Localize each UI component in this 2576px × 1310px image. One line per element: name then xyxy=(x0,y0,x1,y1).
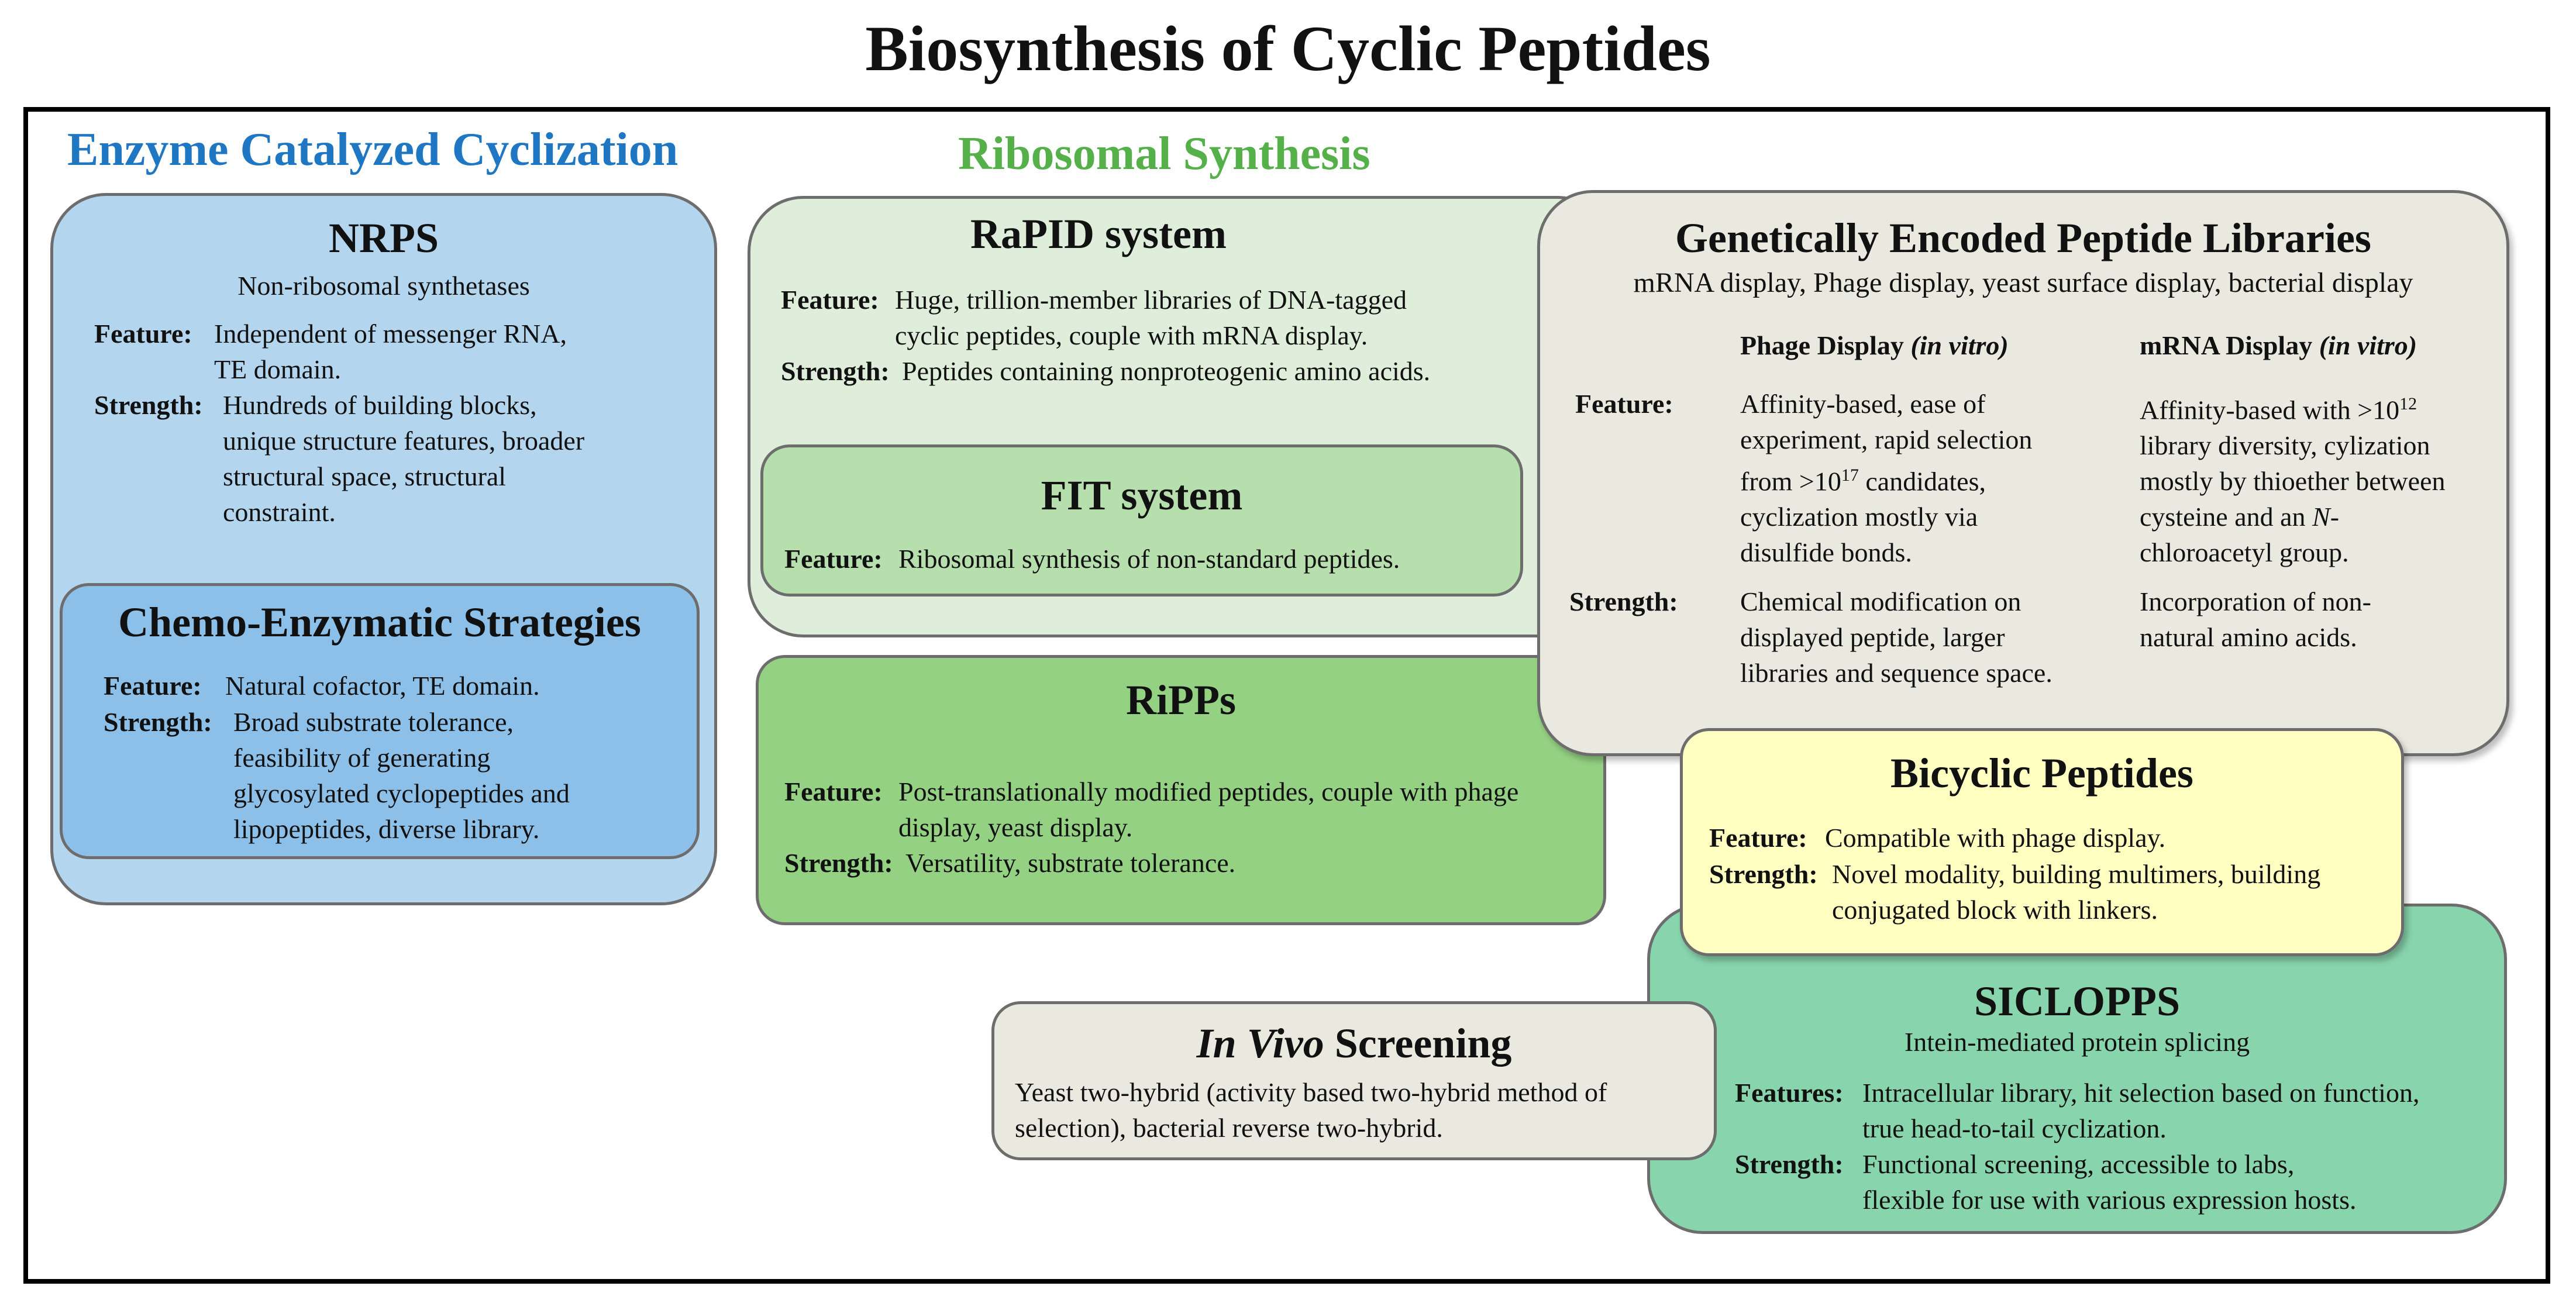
col1-feature-text: Affinity-based, ease of experiment, rapi… xyxy=(1740,389,2033,497)
feature-text: Intracellular library, hit selection bas… xyxy=(1862,1078,2420,1143)
strength-text: Broad substrate tolerance, feasibility o… xyxy=(233,707,570,844)
col2-feature-text: Affinity-based with >10 xyxy=(2140,395,2400,425)
siclopps-title: SICLOPPS xyxy=(1974,978,2181,1025)
feature-label: Feature: xyxy=(781,285,879,315)
siclopps-subtitle: Intein-mediated protein splicing xyxy=(1904,1027,2250,1057)
strength-label: Strength: xyxy=(94,390,203,420)
bicyclic-box: Bicyclic Peptides Feature: Compatible wi… xyxy=(1680,728,2404,956)
fit-title: FIT system xyxy=(1041,472,1243,519)
gepl-col1-feature: Affinity-based, ease of experiment, rapi… xyxy=(1740,386,2126,570)
rapid-title: RaPID system xyxy=(970,211,1227,257)
strength-label: Strength: xyxy=(781,356,890,386)
nrps-subtitle: Non-ribosomal synthetases xyxy=(237,271,530,301)
gepl-title: Genetically Encoded Peptide Libraries xyxy=(1675,215,2371,261)
col1-feature-sup: 17 xyxy=(1841,466,1859,485)
strength-text: Peptides containing nonproteogenic amino… xyxy=(902,356,1431,386)
gepl-col1-strength: Chemical modification on displayed pepti… xyxy=(1740,587,2052,688)
feature-label: Feature: xyxy=(94,319,192,349)
feature-label: Feature: xyxy=(784,544,883,574)
col2-feature-text-cont: library diversity, cylization mostly by … xyxy=(2140,430,2446,532)
chemo-title: Chemo-Enzymatic Strategies xyxy=(118,599,641,646)
gepl-col2-strength: Incorporation of non- natural amino acid… xyxy=(2140,587,2371,652)
col2-head: mRNA Display xyxy=(2140,330,2313,360)
strength-label: Strength: xyxy=(1709,859,1818,889)
col2-feature-text-end: - chloroacetyl group. xyxy=(2140,502,2349,568)
strength-label: Strength: xyxy=(104,707,212,737)
strength-label: Strength: xyxy=(784,848,893,878)
enzyme-heading: Enzyme Catalyzed Cyclization xyxy=(67,124,679,175)
strength-text: Versatility, substrate tolerance. xyxy=(905,848,1236,878)
gepl-feature-label: Feature: xyxy=(1575,389,1673,419)
col2-head-italic: (in vitro) xyxy=(2319,330,2417,360)
feature-text: Compatible with phage display. xyxy=(1825,823,2166,853)
strength-text: Functional screening, accessible to labs… xyxy=(1862,1149,2357,1215)
in-vivo-title: In Vivo Screening xyxy=(994,1019,1714,1068)
in-vivo-title-rest: Screening xyxy=(1324,1020,1512,1067)
col1-head-italic: (in vitro) xyxy=(1910,330,2009,360)
col2-feature-italic: N xyxy=(2312,502,2330,532)
nrps-title: NRPS xyxy=(328,215,439,261)
feature-label: Feature: xyxy=(784,777,883,806)
gepl-strength-label: Strength: xyxy=(1569,587,1678,616)
gepl-col1-header: Phage Display (in vitro) xyxy=(1740,328,2009,363)
feature-label: Features: xyxy=(1735,1078,1844,1108)
gepl-col2-header: mRNA Display (in vitro) xyxy=(2140,328,2417,363)
ripps-box: RiPPs Feature: Post-translationally modi… xyxy=(756,655,1606,925)
feature-text: Ribosomal synthesis of non-standard pept… xyxy=(898,544,1400,574)
in-vivo-title-italic: In Vivo xyxy=(1196,1020,1324,1067)
col1-head: Phage Display xyxy=(1740,330,1904,360)
feature-text: Huge, trillion-member libraries of DNA-t… xyxy=(895,285,1407,350)
feature-text: Independent of messenger RNA, TE domain. xyxy=(214,319,567,384)
feature-label: Feature: xyxy=(1709,823,1807,853)
gepl-col2-feature: Affinity-based with >1012 library divers… xyxy=(2140,386,2502,570)
in-vivo-text: Yeast two-hybrid (activity based two-hyb… xyxy=(1015,1077,1607,1143)
fit-box: FIT system Feature: Ribosomal synthesis … xyxy=(760,444,1523,597)
strength-text: Novel modality, building multimers, buil… xyxy=(1832,859,2321,925)
in-vivo-box: In Vivo Screening Yeast two-hybrid (acti… xyxy=(991,1001,1717,1160)
strength-text: Hundreds of building blocks, unique stru… xyxy=(223,390,585,527)
diagram-frame xyxy=(23,107,2550,1284)
bicyclic-title: Bicyclic Peptides xyxy=(1890,750,2193,797)
feature-label: Feature: xyxy=(104,671,202,701)
feature-text: Natural cofactor, TE domain. xyxy=(225,671,540,701)
strength-label: Strength: xyxy=(1735,1149,1844,1179)
col2-feature-sup: 12 xyxy=(2399,394,2417,413)
ripps-title: RiPPs xyxy=(1126,677,1236,723)
chemo-enzymatic-box: Chemo-Enzymatic Strategies Feature: Natu… xyxy=(60,583,700,859)
gepl-box: Genetically Encoded Peptide Libraries mR… xyxy=(1537,190,2509,756)
col1-feature-text-cont: candidates, cyclization mostly via disul… xyxy=(1740,466,1986,568)
ribosomal-heading: Ribosomal Synthesis xyxy=(958,128,1370,180)
feature-text: Post-translationally modified peptides, … xyxy=(898,777,1519,842)
diagram-title: Biosynthesis of Cyclic Peptides xyxy=(865,13,1711,84)
gepl-subtitle: mRNA display, Phage display, yeast surfa… xyxy=(1633,267,2413,298)
siclopps-box: SICLOPPS Intein-mediated protein splicin… xyxy=(1647,904,2507,1234)
